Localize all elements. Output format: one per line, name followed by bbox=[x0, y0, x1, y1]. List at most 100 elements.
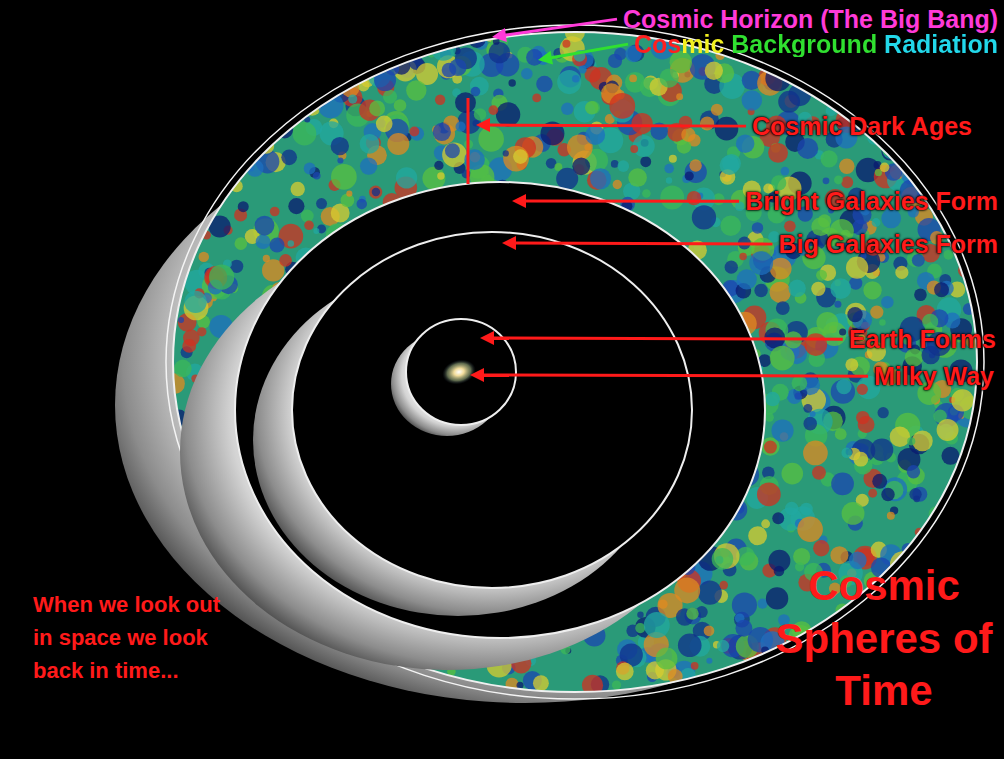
cmb-spot bbox=[239, 30, 252, 43]
cmb-spot bbox=[263, 119, 271, 127]
cmb-spot bbox=[255, 216, 275, 236]
cmb-spot bbox=[941, 79, 963, 101]
cmb-spot bbox=[508, 79, 515, 86]
cmb-spot bbox=[184, 291, 206, 313]
cmb-spot bbox=[830, 61, 837, 68]
cmb-spot bbox=[781, 167, 790, 176]
cmb-spot bbox=[270, 207, 280, 217]
sphere-opening bbox=[406, 319, 516, 425]
cmb-spot bbox=[962, 593, 985, 616]
cmb-spot bbox=[970, 602, 982, 614]
cmb-spot bbox=[557, 70, 581, 94]
cmb-spot bbox=[176, 43, 188, 55]
cmb-spot bbox=[278, 25, 294, 41]
cmb-spot bbox=[629, 75, 637, 83]
cmb-spot bbox=[611, 160, 619, 168]
cmb-spot bbox=[372, 188, 380, 196]
cmb-spot bbox=[417, 43, 424, 50]
diagram-title: Cosmic Spheres of Time bbox=[772, 560, 996, 718]
cmb-spot bbox=[433, 123, 451, 141]
cmb-spot bbox=[934, 282, 949, 297]
cmb-spot bbox=[396, 167, 417, 188]
cmb-spot bbox=[304, 163, 316, 175]
cmb-spot bbox=[304, 220, 314, 230]
cmb-spot bbox=[351, 30, 365, 44]
cmb-spot bbox=[526, 49, 543, 66]
callout-label: Cosmic Background Radiation bbox=[634, 31, 998, 57]
cmb-spot bbox=[834, 301, 841, 308]
cmb-spot bbox=[971, 220, 978, 227]
cmb-spot bbox=[706, 658, 712, 664]
cmb-spot bbox=[310, 644, 321, 655]
cmb-spot bbox=[209, 162, 226, 179]
cmb-spot bbox=[742, 90, 763, 111]
cmb-spot bbox=[816, 312, 838, 334]
cmb-spot bbox=[941, 447, 959, 465]
cmb-spot bbox=[233, 638, 258, 663]
cmb-spot bbox=[574, 50, 586, 62]
cmb-spot bbox=[961, 59, 981, 79]
cmb-spot bbox=[842, 502, 865, 525]
cmb-spot bbox=[685, 171, 694, 180]
cmb-spot bbox=[206, 662, 226, 682]
cmb-spot bbox=[331, 137, 349, 155]
cmb-spot bbox=[218, 616, 239, 637]
leader-line bbox=[524, 200, 739, 203]
cmb-spot bbox=[812, 466, 826, 480]
cmb-spot bbox=[971, 487, 982, 498]
cmb-spot bbox=[251, 31, 276, 56]
cmb-spot bbox=[854, 55, 869, 70]
cmb-spot bbox=[797, 517, 823, 543]
arrowhead bbox=[480, 331, 494, 345]
cmb-spot bbox=[402, 676, 418, 692]
cmb-spot bbox=[540, 121, 564, 145]
cmb-spot bbox=[178, 659, 202, 683]
cmb-spot bbox=[214, 75, 226, 87]
cmb-spot bbox=[209, 130, 235, 156]
cmb-spot bbox=[887, 512, 895, 520]
cmb-spot bbox=[196, 114, 221, 139]
cmb-spot bbox=[811, 282, 825, 296]
cmb-spot bbox=[789, 672, 800, 683]
cmb-spot bbox=[772, 512, 784, 524]
cmb-spot bbox=[831, 380, 855, 404]
cmb-spot bbox=[666, 177, 672, 183]
cmb-spot bbox=[269, 237, 284, 252]
cmb-spot bbox=[691, 662, 699, 670]
cmb-spot bbox=[887, 58, 909, 80]
cmb-spot bbox=[296, 99, 303, 106]
cmb-spot bbox=[585, 66, 601, 82]
callout-label: Cosmic Horizon (The Big Bang) bbox=[623, 6, 998, 32]
cmb-spot bbox=[199, 182, 218, 201]
cmb-spot bbox=[720, 155, 740, 175]
cmb-spot bbox=[941, 661, 964, 684]
cmb-spot bbox=[878, 407, 889, 418]
cmb-spot bbox=[223, 626, 233, 636]
cmb-spot bbox=[954, 541, 969, 556]
cmb-spot bbox=[770, 346, 795, 371]
cmb-spot bbox=[907, 465, 920, 478]
cmb-spot bbox=[692, 205, 716, 229]
cmb-spot bbox=[644, 612, 670, 638]
cmb-spot bbox=[342, 671, 350, 679]
cmb-spot bbox=[191, 576, 203, 588]
cmb-spot bbox=[223, 26, 235, 38]
cmb-spot bbox=[935, 83, 959, 107]
cmb-spot bbox=[958, 663, 968, 673]
cmb-spot bbox=[244, 78, 262, 96]
cmb-spot bbox=[681, 128, 695, 142]
cmb-spot bbox=[199, 252, 209, 262]
cmb-spot bbox=[317, 61, 328, 72]
cmb-spot bbox=[356, 199, 367, 210]
cmb-spot bbox=[757, 483, 781, 507]
cmb-spot bbox=[293, 657, 299, 663]
cmb-spot bbox=[656, 648, 678, 670]
cmb-spot bbox=[341, 37, 362, 58]
cmb-spot bbox=[488, 105, 498, 115]
arrowhead bbox=[476, 118, 490, 132]
cmb-spot bbox=[291, 74, 302, 85]
cmb-spot bbox=[223, 57, 236, 70]
cmb-spot bbox=[820, 150, 837, 167]
cmb-spot bbox=[880, 72, 903, 95]
